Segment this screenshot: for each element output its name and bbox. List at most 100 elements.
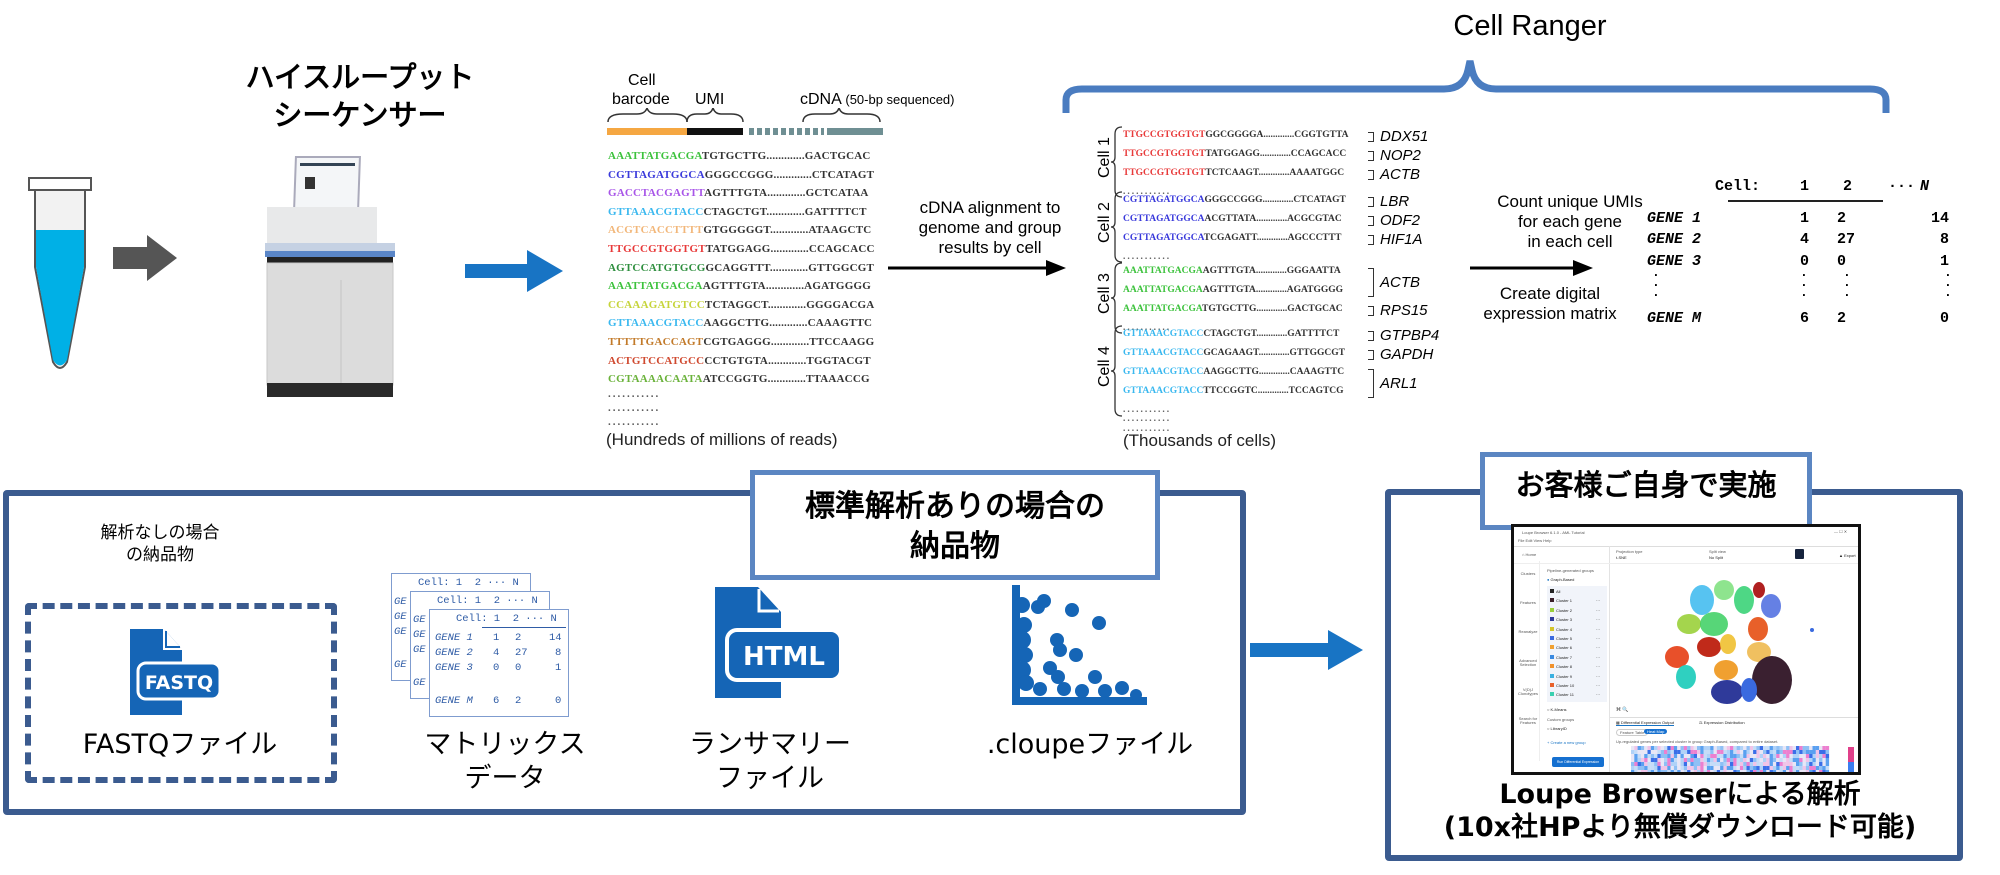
heatmap-cell [1654, 766, 1658, 770]
heatmap-cell [1634, 770, 1638, 772]
heatmap-cell [1766, 766, 1770, 770]
read-row: GTTAAACGTACCAAGGCTTG.............CAAAGTT… [608, 317, 872, 329]
matrix-value: 0 [1939, 310, 1949, 327]
heatmap-cell [1703, 770, 1707, 772]
heatmap-cell [1726, 770, 1731, 772]
heatmap-cell [1631, 774, 1634, 775]
heatmap-cell [1640, 766, 1645, 770]
heatmap-cell [1766, 770, 1770, 772]
heatmap-cell [1730, 754, 1734, 758]
heatmap-cell [1644, 758, 1648, 762]
heatmap-cell [1763, 766, 1767, 770]
heatmap-cell [1670, 762, 1674, 766]
heatmap-cell [1667, 750, 1671, 754]
heatmap-cell [1720, 758, 1724, 762]
heatmap-cell [1815, 766, 1820, 770]
heatmap-cell [1789, 762, 1793, 766]
heatmap-cell [1700, 770, 1704, 772]
loupe-caption: Loupe Browserによる解析 (10x社HPより無償ダウンロード可能) [1410, 778, 1950, 844]
heatmap-cell [1822, 750, 1826, 754]
heatmap-cell [1796, 758, 1800, 762]
heatmap-cell [1716, 758, 1721, 762]
heatmap-cell [1815, 746, 1820, 750]
heatmap-cell [1717, 774, 1720, 775]
heatmap-cell [1700, 758, 1704, 762]
heatmap-cell [1667, 774, 1670, 775]
loupe-caption-line: (10x社HPより無償ダウンロード可能) [1443, 812, 1917, 843]
gene-bracket [1368, 350, 1374, 360]
cell-barcode: CGTTAGATGGCA [1123, 233, 1204, 243]
heatmap-cell [1782, 754, 1787, 758]
heatmap-cell [1809, 754, 1813, 758]
heatmap-cell [1660, 770, 1665, 772]
heatmap-cell [1644, 746, 1648, 750]
heatmap-cell [1710, 746, 1714, 750]
cell-barcode: TTGCCGTGGTGT [1123, 130, 1206, 140]
heatmap-cell [1716, 754, 1721, 758]
heatmap-cell [1697, 766, 1701, 770]
cell-read-row: TTGCCGTGGTGTGGCGGGGA.............CGGTGTT… [1123, 130, 1349, 140]
cdna-note: (50-bp sequenced) [845, 92, 955, 107]
loupe-window-controls: — ☐ ✕ [1834, 529, 1848, 534]
heatmap-cell [1710, 758, 1714, 762]
loupe-side-nav-item: Features [1520, 600, 1536, 605]
heatmap-cell [1683, 754, 1688, 758]
read-barcode: GTTAAACGTACC [608, 317, 704, 330]
heatmap-cell [1644, 754, 1648, 758]
heatmap-cell [1706, 754, 1711, 758]
heatmap-cell [1779, 766, 1783, 770]
heatmap-cell [1631, 750, 1635, 754]
gene-label: GAPDH [1380, 346, 1434, 363]
heatmap-cell [1769, 754, 1773, 758]
read-barcode: ACTGTCCATGCC [608, 354, 705, 367]
standard-label-line: 納品物 [910, 529, 1000, 564]
matrix-card-header: Cell: 1 2 ··· N [456, 613, 557, 625]
heatmap-cell [1812, 750, 1816, 754]
matrix-card-row: GE [394, 659, 407, 671]
matrix-ellipsis: ... [1944, 265, 1952, 300]
heatmap-cell [1759, 762, 1764, 766]
matrix-ellipsis: ... [1843, 265, 1851, 300]
loupe-cluster-checkbox [1550, 617, 1554, 622]
heatmap-cell [1657, 762, 1661, 766]
heatmap-cell [1640, 754, 1645, 758]
read-sequence: TATGGAGG.............CCAGCACC [705, 243, 875, 255]
heatmap-cell [1756, 758, 1760, 762]
heatmap-cell [1703, 766, 1707, 770]
matrix-gene-label: GENE 3 [1647, 253, 1702, 270]
heatmap-cell [1763, 746, 1767, 750]
heatmap-cell [1667, 766, 1671, 770]
arrow-right-icon [1250, 630, 1363, 670]
heatmap-cell [1716, 750, 1721, 754]
loupe-menu-bar: File Edit View Help [1518, 538, 1552, 543]
heatmap-cell [1667, 758, 1671, 762]
heatmap-cell [1713, 758, 1717, 762]
matrix-value: 8 [1939, 231, 1949, 248]
loupe-cluster-item: Cluster 8··· [1550, 664, 1600, 669]
cell-sequence: ACGTTATA.............ACGCGTAC [1204, 214, 1342, 224]
heatmap-cell [1799, 754, 1803, 758]
heatmap-cell [1654, 750, 1658, 754]
count-text-line: in each cell [1527, 232, 1613, 251]
gene-label: ARL1 [1380, 374, 1418, 392]
heatmap-cell [1825, 746, 1830, 750]
heatmap-cell [1697, 774, 1700, 775]
heatmap-cell [1736, 746, 1740, 750]
heatmap-cell [1710, 762, 1714, 766]
cell-barcode: AAATTATGACGA [1123, 304, 1202, 314]
matrix-card-value: 2 [515, 632, 522, 644]
matrix-card-row: GENE 3 [435, 662, 473, 674]
matrix-card-row: GENE M [435, 695, 473, 707]
loupe-cluster-item: Cluster 11··· [1550, 692, 1600, 697]
heatmap-cell [1743, 758, 1747, 762]
gene-bracket [1368, 235, 1374, 245]
heatmap-cell [1779, 754, 1783, 758]
heatmap-cell [1789, 770, 1793, 772]
read-row: ACTGTCCATGCCCCTGTGTA.............TGGTACG… [608, 355, 871, 367]
heatmap-cell [1805, 754, 1810, 758]
matrix-value: 2 [1837, 310, 1847, 327]
matrix-value: 0 [1800, 253, 1810, 270]
heatmap-cell [1736, 762, 1740, 766]
heatmap-cell [1759, 766, 1764, 770]
